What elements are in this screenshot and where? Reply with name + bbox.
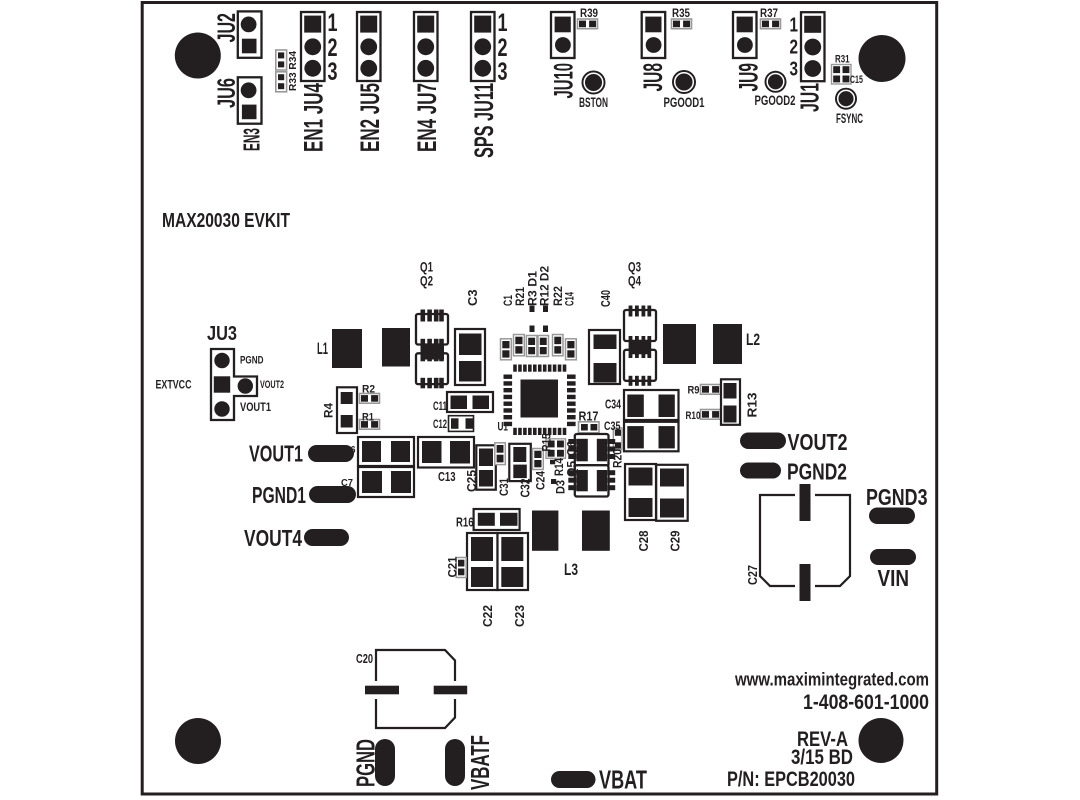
svg-text:D3: D3 bbox=[554, 480, 568, 494]
svg-text:BSTON: BSTON bbox=[579, 95, 608, 110]
svg-text:C1: C1 bbox=[501, 295, 515, 306]
svg-text:R20: R20 bbox=[611, 449, 625, 468]
svg-text:2: 2 bbox=[790, 37, 799, 59]
svg-text:VBAT: VBAT bbox=[599, 767, 647, 795]
svg-text:R39: R39 bbox=[580, 6, 598, 20]
svg-text:C13: C13 bbox=[438, 470, 456, 484]
svg-text:2: 2 bbox=[498, 34, 508, 62]
svg-text:R12 D2: R12 D2 bbox=[538, 266, 552, 306]
svg-text:P/N: EPCB20030: P/N: EPCB20030 bbox=[727, 768, 855, 791]
svg-text:C31: C31 bbox=[497, 478, 511, 496]
svg-text:Q5: Q5 bbox=[565, 461, 579, 477]
svg-text:JU10: JU10 bbox=[549, 63, 579, 99]
svg-text:MAX20030 EVKIT: MAX20030 EVKIT bbox=[162, 209, 290, 232]
svg-text:PGND1: PGND1 bbox=[252, 482, 306, 508]
svg-text:VOUT2: VOUT2 bbox=[260, 379, 284, 391]
svg-text:EN3: EN3 bbox=[239, 128, 265, 151]
svg-text:EN1 JU4: EN1 JU4 bbox=[299, 83, 329, 152]
svg-text:JU6: JU6 bbox=[213, 78, 241, 108]
svg-text:Q6: Q6 bbox=[565, 441, 579, 456]
svg-text:Q1: Q1 bbox=[420, 259, 433, 275]
svg-text:C7: C7 bbox=[341, 478, 353, 489]
svg-text:C34: C34 bbox=[605, 397, 622, 412]
svg-text:VOUT1: VOUT1 bbox=[240, 400, 271, 414]
svg-text:R14: R14 bbox=[552, 458, 566, 476]
svg-text:1: 1 bbox=[328, 9, 338, 37]
svg-text:L1: L1 bbox=[317, 339, 328, 358]
svg-text:R3 D1: R3 D1 bbox=[526, 271, 540, 306]
svg-text:JU2: JU2 bbox=[213, 13, 241, 42]
svg-text:PGND: PGND bbox=[240, 355, 264, 367]
svg-text:C3: C3 bbox=[465, 290, 480, 307]
svg-text:R15: R15 bbox=[540, 433, 554, 451]
svg-text:C22: C22 bbox=[480, 605, 495, 627]
svg-text:L3: L3 bbox=[564, 560, 578, 579]
svg-text:C20: C20 bbox=[356, 652, 373, 666]
svg-text:JU3: JU3 bbox=[207, 323, 237, 345]
svg-text:VBATF: VBATF bbox=[467, 735, 495, 790]
svg-text:C11: C11 bbox=[433, 399, 447, 413]
svg-text:R13: R13 bbox=[745, 393, 760, 418]
svg-text:3: 3 bbox=[790, 59, 799, 81]
svg-text:R2: R2 bbox=[362, 384, 375, 396]
svg-text:R1: R1 bbox=[362, 412, 374, 424]
svg-text:C14: C14 bbox=[563, 292, 577, 306]
svg-text:PGND2: PGND2 bbox=[787, 459, 847, 485]
svg-text:C40: C40 bbox=[598, 290, 613, 307]
svg-text:1-408-601-1000: 1-408-601-1000 bbox=[803, 691, 929, 714]
svg-text:6: 6 bbox=[351, 445, 356, 456]
svg-text:3: 3 bbox=[498, 58, 508, 86]
svg-text:R16: R16 bbox=[456, 516, 474, 530]
svg-text:JU9: JU9 bbox=[734, 63, 764, 92]
svg-text:C35: C35 bbox=[604, 419, 621, 433]
svg-text:PGOOD1: PGOOD1 bbox=[664, 95, 705, 110]
svg-text:1: 1 bbox=[790, 15, 799, 37]
svg-text:FSYNC: FSYNC bbox=[836, 111, 863, 126]
svg-text:PGOOD2: PGOOD2 bbox=[755, 93, 796, 108]
svg-text:R33 R34: R33 R34 bbox=[288, 51, 299, 91]
svg-text:REV-A: REV-A bbox=[797, 728, 848, 751]
svg-text:C21: C21 bbox=[446, 556, 460, 577]
svg-text:C27: C27 bbox=[745, 565, 760, 585]
svg-text:VOUT2: VOUT2 bbox=[788, 429, 848, 455]
svg-text:3: 3 bbox=[328, 58, 338, 86]
svg-text:EXTVCC: EXTVCC bbox=[156, 380, 192, 392]
svg-text:JU8: JU8 bbox=[638, 63, 668, 92]
svg-text:U1: U1 bbox=[498, 420, 509, 434]
svg-text:JU1: JU1 bbox=[795, 83, 825, 112]
svg-text:R9: R9 bbox=[688, 385, 700, 397]
svg-text:VOUT1: VOUT1 bbox=[249, 441, 303, 467]
svg-text:EN4 JU7: EN4 JU7 bbox=[412, 83, 442, 152]
svg-text:SPS JU11: SPS JU11 bbox=[469, 83, 499, 158]
svg-text:C24: C24 bbox=[534, 471, 548, 490]
svg-text:C32: C32 bbox=[518, 479, 533, 498]
svg-text:C25: C25 bbox=[464, 470, 479, 492]
svg-text:R10: R10 bbox=[686, 410, 701, 422]
svg-text:R35: R35 bbox=[672, 6, 690, 20]
svg-text:R4: R4 bbox=[322, 403, 336, 418]
svg-text:1: 1 bbox=[498, 9, 508, 37]
svg-text:PGND: PGND bbox=[353, 739, 381, 787]
svg-text:VIN: VIN bbox=[878, 565, 910, 591]
svg-text:C15: C15 bbox=[850, 74, 863, 86]
svg-text:Q3: Q3 bbox=[628, 259, 641, 275]
svg-text:PGND3: PGND3 bbox=[866, 484, 928, 510]
svg-text:R31: R31 bbox=[835, 54, 850, 66]
svg-text:C12: C12 bbox=[433, 417, 447, 431]
svg-text:R21: R21 bbox=[513, 287, 527, 306]
svg-text:Q2: Q2 bbox=[420, 273, 433, 289]
svg-text:R37: R37 bbox=[760, 6, 778, 20]
svg-text:www.maximintegrated.com: www.maximintegrated.com bbox=[734, 670, 929, 690]
svg-text:2: 2 bbox=[328, 34, 338, 62]
svg-text:C23: C23 bbox=[512, 605, 527, 627]
svg-text:R17: R17 bbox=[579, 410, 599, 424]
svg-text:EN2 JU5: EN2 JU5 bbox=[355, 83, 385, 152]
svg-text:3/15 BD: 3/15 BD bbox=[791, 746, 853, 769]
svg-text:L2: L2 bbox=[746, 330, 760, 349]
svg-text:C28: C28 bbox=[636, 531, 651, 552]
svg-text:VOUT4: VOUT4 bbox=[244, 525, 302, 551]
svg-text:C29: C29 bbox=[668, 531, 683, 552]
svg-text:Q4: Q4 bbox=[628, 273, 641, 289]
svg-text:R22: R22 bbox=[551, 286, 565, 306]
